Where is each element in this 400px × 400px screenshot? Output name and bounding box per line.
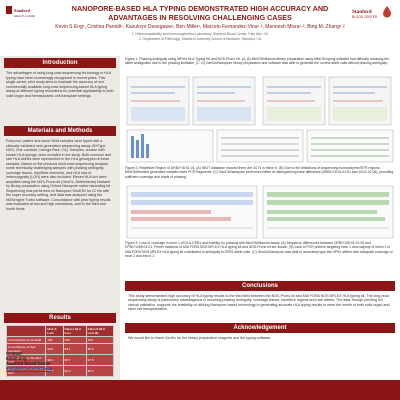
table-row: Concordance to the third field 98.4 98.7… (5, 354, 115, 366)
figure-2-caption: Figure 2: Repetitive Region of DRB1*15:0… (125, 166, 394, 179)
contact-org: Stanford Blood Center (6, 361, 51, 366)
table-row: Concordance at two-field 100 100 100 (5, 336, 115, 344)
results-table: HLA-A Loci Class I HLA Loci Class II HLA… (5, 325, 115, 377)
affiliation-1: 1. Histocompatibility and Immunogenetics… (131, 32, 269, 36)
stanford-health-care-logo: Stanford HEALTH CARE (6, 6, 35, 18)
poster-header: Stanford HEALTH CARE NANOPORE-BASED HLA … (0, 0, 400, 56)
methods-heading: Materials and Methods (4, 126, 116, 136)
table-cell: 88.2 (85, 365, 115, 377)
acknowledgement-text: We would like to thank GenDx for the lib… (128, 336, 272, 340)
table-cell: 98.6 (85, 343, 115, 355)
contact-label: Contact (6, 351, 22, 356)
affiliation-2: 2. Department of Pathology, Stanford Uni… (138, 36, 262, 41)
table-cell: 98.4 (45, 354, 64, 366)
conclusions-heading: Conclusions (125, 281, 395, 291)
svg-text:Stanford: Stanford (14, 8, 30, 13)
figure-2-image (125, 128, 395, 164)
methods-text: Forty-four patient and donor DNA samples… (6, 139, 112, 211)
figure-1-caption: Figure 1: Phasing Ambiguity using MFree … (125, 57, 390, 66)
author-list: Kevin S Eng¹, Cristina Paroidi¹, Kazutoy… (55, 24, 345, 30)
table-cell: 92.3 (62, 365, 87, 377)
contact-email-link[interactable]: keng888@stanford.edu (6, 366, 53, 371)
table-cell: Concordance at two-field (5, 336, 47, 344)
results-heading: Results (4, 313, 116, 323)
results-header-row: HLA-A Loci Class I HLA Loci Class II HLA… (5, 325, 115, 337)
svg-text:HEALTH CARE: HEALTH CARE (14, 14, 35, 18)
table-cell: 100 (85, 336, 115, 344)
table-cell: 97.5 (85, 354, 115, 366)
table-cell: 100 (62, 336, 87, 344)
table-cell: 90.4 (45, 365, 64, 377)
stanford-blood-center-logo: Stanford BLOOD CENTER (352, 6, 391, 19)
contact-block: Contact Kevin Eng Stanford Blood Center … (6, 351, 52, 371)
introduction-text: The advantages of using long-read sequen… (6, 71, 114, 98)
figure-3-image (125, 184, 395, 240)
table-cell: 98.7 (62, 354, 87, 366)
figure-3-caption: Figure 3: Loss of coverage in exon 1 of … (125, 241, 393, 258)
poster-title: NANOPORE-BASED HLA TYPING DEMONSTRATED H… (71, 4, 329, 22)
svg-text:BLOOD CENTER: BLOOD CENTER (352, 15, 378, 19)
results-col-header: HLA-A Loci (45, 325, 64, 337)
contact-name: Kevin Eng (6, 356, 27, 361)
table-cell: 100 (45, 336, 64, 344)
introduction-heading: Introduction (4, 58, 116, 68)
svg-text:Stanford: Stanford (352, 9, 372, 15)
table-row: Concordance to the fourth field 90.4 92.… (5, 365, 115, 377)
poster-footer-bar (0, 380, 400, 400)
table-cell: 99.1 (62, 343, 87, 355)
results-col-header: Class I HLA Loci (62, 325, 87, 337)
conclusions-text: This study demonstrated high accuracy of… (128, 294, 390, 312)
results-col-header (5, 325, 47, 337)
figure-1-image (125, 75, 395, 127)
acknowledgement-heading: Acknowledgement (125, 323, 395, 333)
table-cell: Concordance to the fourth field (5, 365, 47, 377)
results-col-header: Class II HLA Loci (5) (85, 325, 115, 337)
